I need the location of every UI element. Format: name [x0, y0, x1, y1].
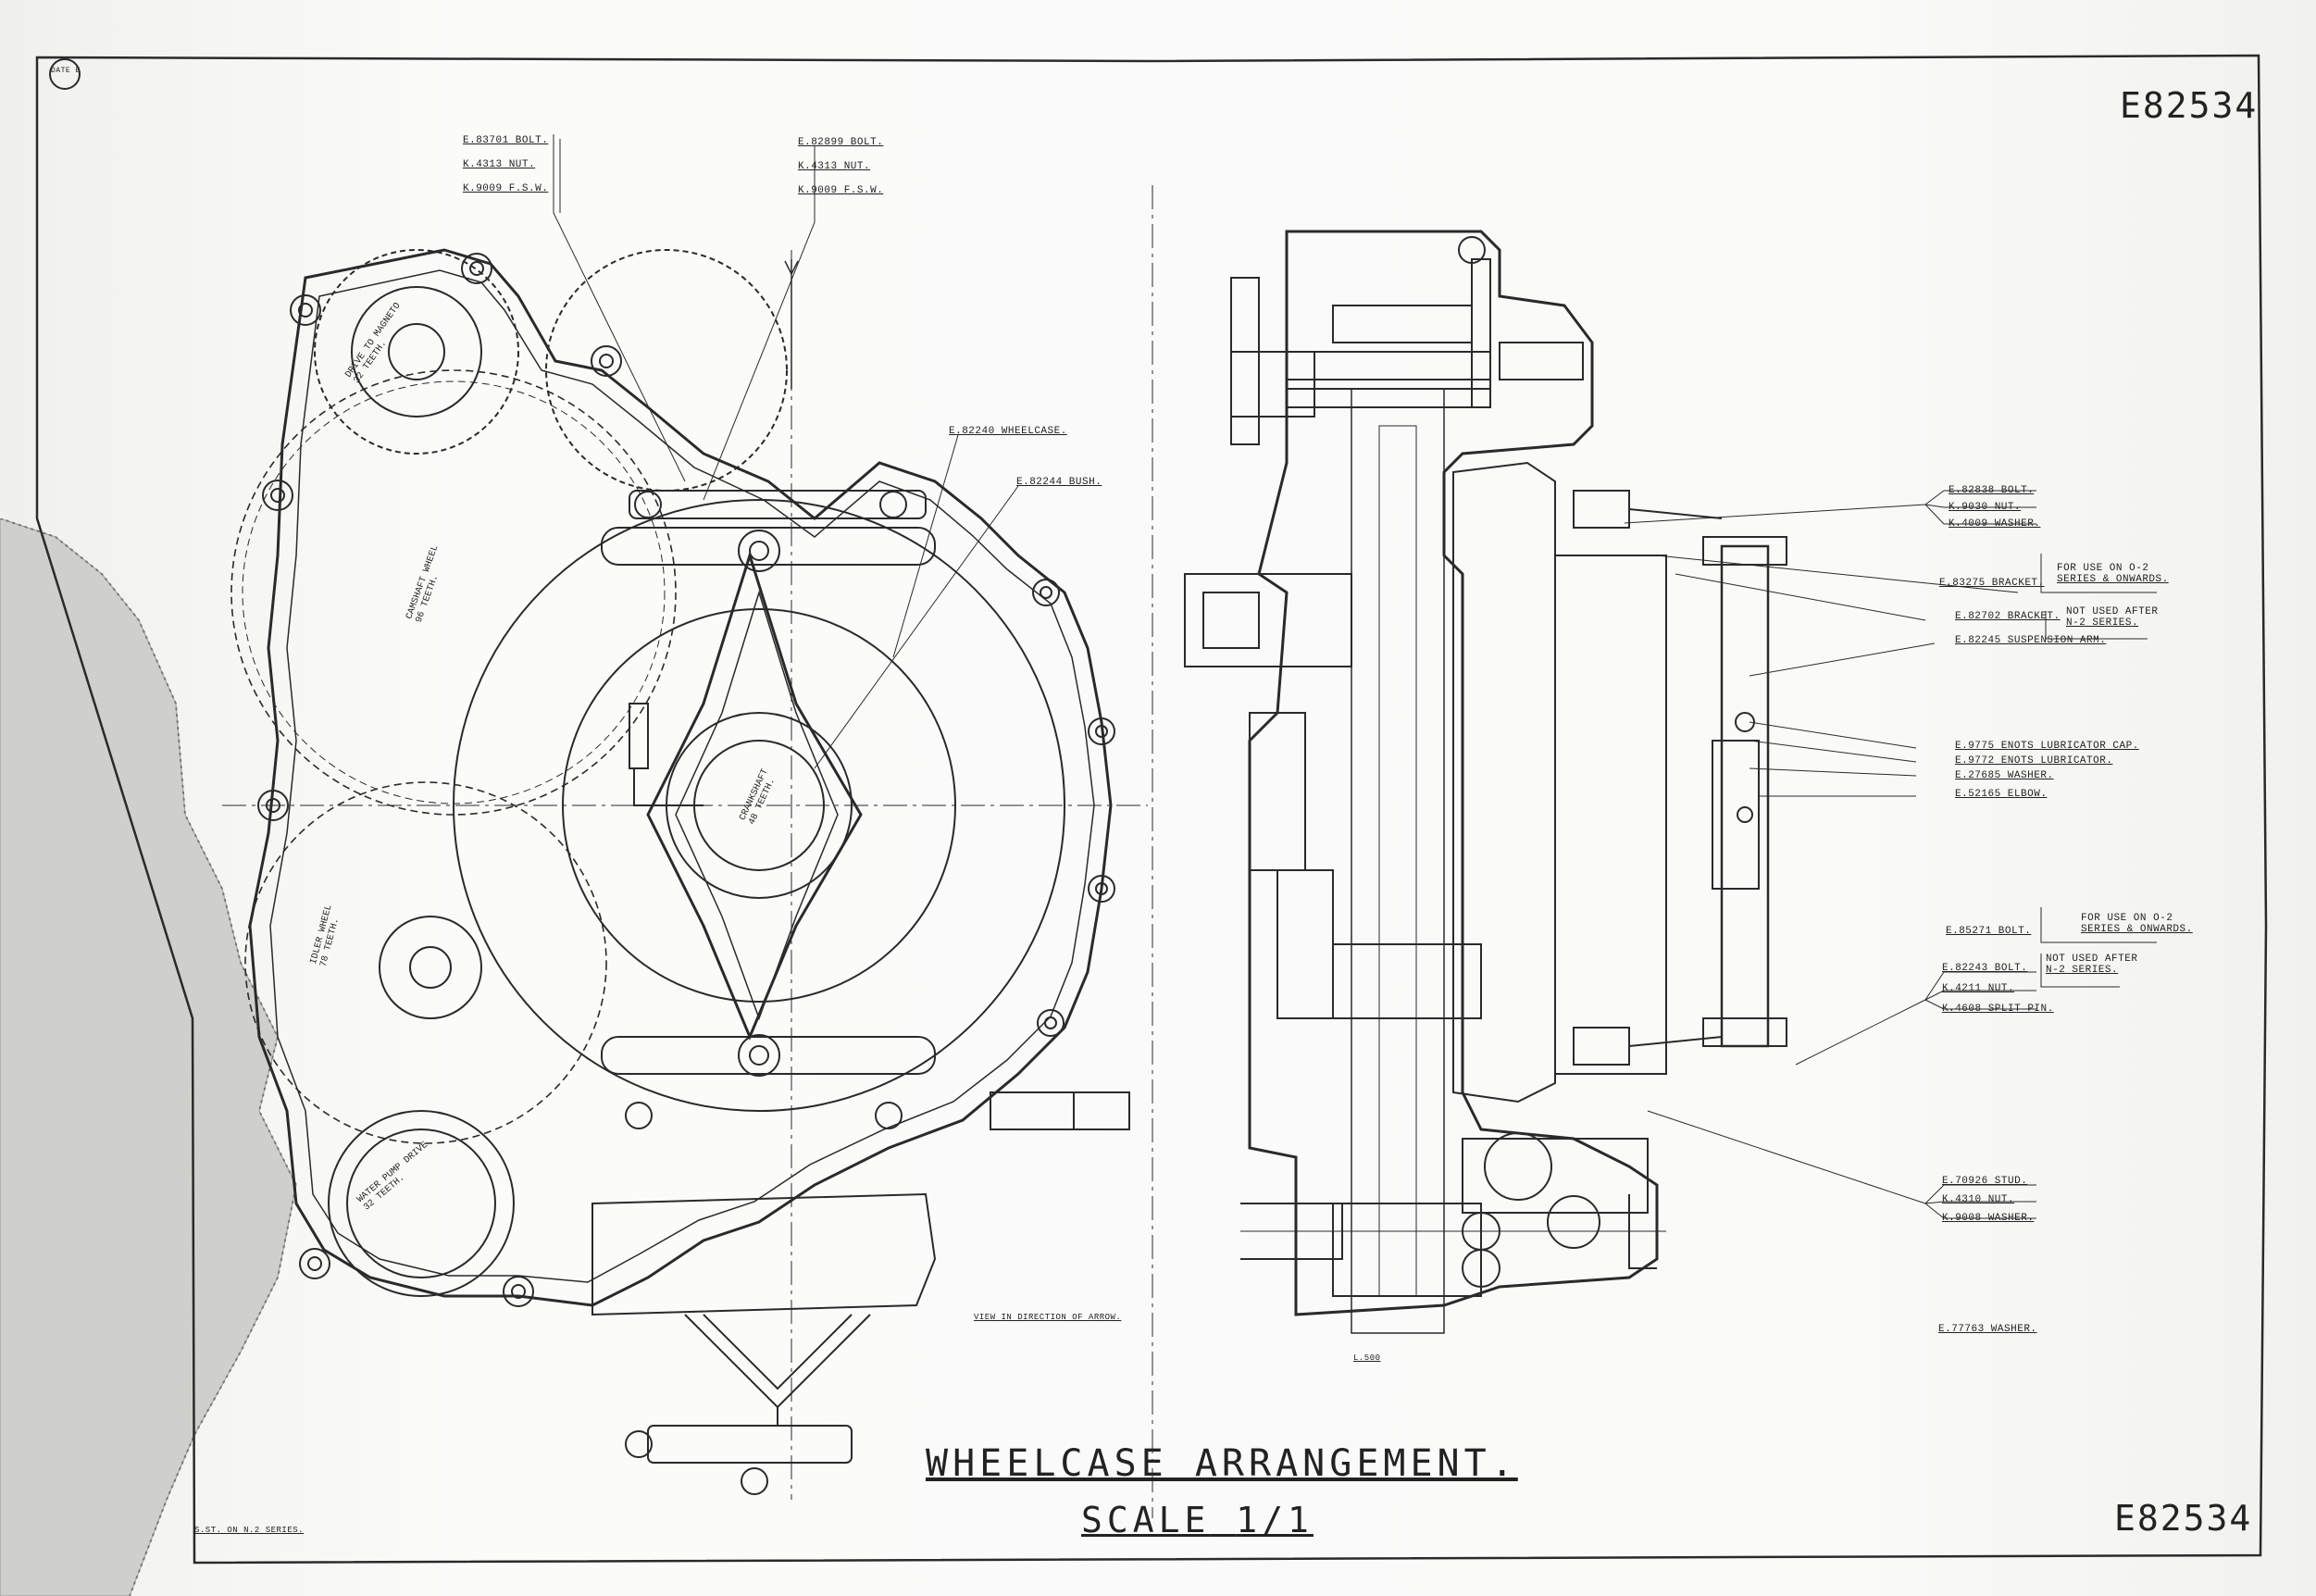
- callout-bracket-83275: E.83275 BRACKET.: [1939, 578, 2045, 589]
- series-note: S.ST. ON N.2 SERIES.: [194, 1526, 305, 1535]
- view-note: VIEW IN DIRECTION OF ARROW.: [974, 1313, 1122, 1322]
- callout-fsw-9009-a: K.9009 F.S.W.: [463, 183, 549, 194]
- callout-bolt-82899: E.82899 BOLT.: [798, 137, 884, 148]
- scale-label: SCALE: [1081, 1500, 1211, 1540]
- callout-suspension-arm: E.82245 SUSPENSION ARM.: [1955, 635, 2107, 646]
- magneto-gear: [314, 249, 519, 455]
- callout-bolt-85271: E.85271 BOLT.: [1946, 926, 2032, 937]
- callout-split-pin-4608: K.4608 SPLIT PIN.: [1942, 1004, 2054, 1015]
- drawing-title: WHEELCASE ARRANGEMENT.: [926, 1442, 1518, 1485]
- bolt-85271-note: FOR USE ON O-2 SERIES & ONWARDS.: [2081, 913, 2193, 935]
- drawing-scale: SCALE 1/1: [1081, 1500, 1314, 1540]
- bracket-83275-note: FOR USE ON O-2 SERIES & ONWARDS.: [2057, 563, 2169, 585]
- group2-note: NOT USED AFTER N-2 SERIES.: [2046, 954, 2138, 976]
- callout-nut-4313-a: K.4313 NUT.: [463, 159, 536, 170]
- callout-bracket-82702: E.82702 BRACKET.: [1955, 611, 2061, 622]
- sheet-border: [35, 54, 2268, 1565]
- callout-nut-4313-b: K.4313 NUT.: [798, 161, 871, 172]
- torn-paper-edge: [0, 518, 298, 1596]
- date-stamp-text: DATE E: [51, 67, 81, 75]
- idler-wheel: [244, 781, 607, 1144]
- callout-nut-4211: K.4211 NUT.: [1942, 983, 2015, 994]
- wheelcase-label: E.82240 WHEELCASE.: [949, 426, 1067, 437]
- bush-label: E.82244 BUSH.: [1016, 477, 1102, 488]
- callout-fsw-9009-b: K.9009 F.S.W.: [798, 185, 884, 196]
- drawing-number-bottom: E82534: [2114, 1498, 2253, 1539]
- callout-bolt-82243: E.82243 BOLT.: [1942, 963, 2028, 974]
- camshaft-wheel: [230, 369, 677, 816]
- wheelcase-outline: [248, 248, 1113, 1307]
- callout-lubricator-cap: E.9775 ENOTS LUBRICATOR CAP.: [1955, 741, 2139, 752]
- callout-washer-77763: E.77763 WASHER.: [1938, 1324, 2037, 1335]
- callout-washer-27685: E.27685 WASHER.: [1955, 770, 2054, 781]
- callout-washer-9008: K.9008 WASHER.: [1942, 1213, 2035, 1224]
- wheelcase-cover: [453, 499, 1065, 1112]
- scale-value: 1/1: [1236, 1500, 1314, 1540]
- callout-elbow: E.52165 ELBOW.: [1955, 789, 2048, 800]
- bracket-82702-note: NOT USED AFTER N-2 SERIES.: [2066, 606, 2159, 629]
- drawing-number-top: E82534: [2120, 85, 2259, 126]
- callout-bolt-82838: E.82838 BOLT.: [1949, 485, 2035, 496]
- callout-bolt-83701: E.83701 BOLT.: [463, 135, 549, 146]
- callout-stud-70926: E.70926 STUD.: [1942, 1176, 2028, 1187]
- water-pump-gear: [328, 1110, 515, 1297]
- callout-nut-9030: K.9030 NUT.: [1949, 502, 2022, 513]
- bottom-fitting: [647, 1425, 853, 1464]
- callout-washer-4009: K.4009 WASHER.: [1949, 518, 2041, 530]
- callout-nut-4310: K.4310 NUT.: [1942, 1194, 2015, 1205]
- section-mark: L.500: [1353, 1353, 1381, 1363]
- section-outline: [1248, 230, 1659, 1316]
- lower-housing: [591, 1192, 937, 1316]
- callout-lubricator: E.9772 ENOTS LUBRICATOR.: [1955, 755, 2113, 767]
- date-stamp: [49, 58, 81, 90]
